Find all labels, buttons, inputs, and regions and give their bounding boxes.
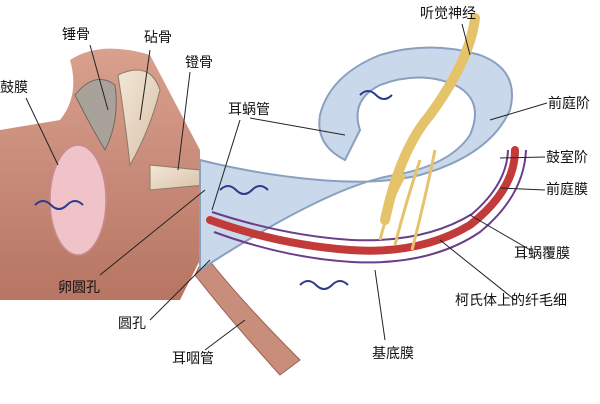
- label-eustachian-tube: 耳咽管: [172, 351, 214, 367]
- label-auditory-nerve: 听觉神经: [420, 6, 476, 22]
- label-scala-vestibuli: 前庭阶: [548, 96, 590, 112]
- sound-wave-2: [219, 185, 269, 195]
- sound-wave-4: [299, 280, 349, 290]
- malleus-shape: [74, 78, 117, 152]
- vestibular-membrane-line: [211, 149, 509, 242]
- label-corti-hair-cells: 柯氏体上的纤毛细: [455, 293, 567, 309]
- auditory-nerve-fibers: [378, 149, 437, 251]
- label-basilar-membrane: 基底膜: [372, 346, 414, 362]
- label-tympanic-membrane: 鼓膜: [0, 80, 28, 96]
- label-malleus: 锤骨: [62, 27, 90, 43]
- label-oval-window: 卵圆孔: [58, 280, 100, 296]
- tympanic-membrane-shape: [49, 144, 107, 256]
- label-vestibular-membrane: 前庭膜: [546, 182, 588, 198]
- cochlear-duct: [206, 146, 519, 255]
- eustachian-tube-shape: [194, 254, 301, 376]
- sound-wave-3: [359, 90, 393, 100]
- incus-shape: [117, 69, 161, 167]
- auditory-nerve: [380, 13, 480, 225]
- cochlea-tube: [199, 46, 513, 272]
- label-cochlear-duct: 耳蜗管: [228, 102, 270, 118]
- sound-wave-1: [34, 200, 84, 210]
- label-tectorial-membrane: 耳蜗覆膜: [514, 246, 570, 262]
- label-round-window: 圆孔: [118, 316, 146, 332]
- label-incus: 砧骨: [144, 30, 172, 46]
- label-stapes: 镫骨: [185, 55, 213, 71]
- label-scala-tympani: 鼓室阶: [546, 150, 588, 166]
- leader-lines: [25, 23, 548, 351]
- basilar-membrane-line: [213, 149, 527, 264]
